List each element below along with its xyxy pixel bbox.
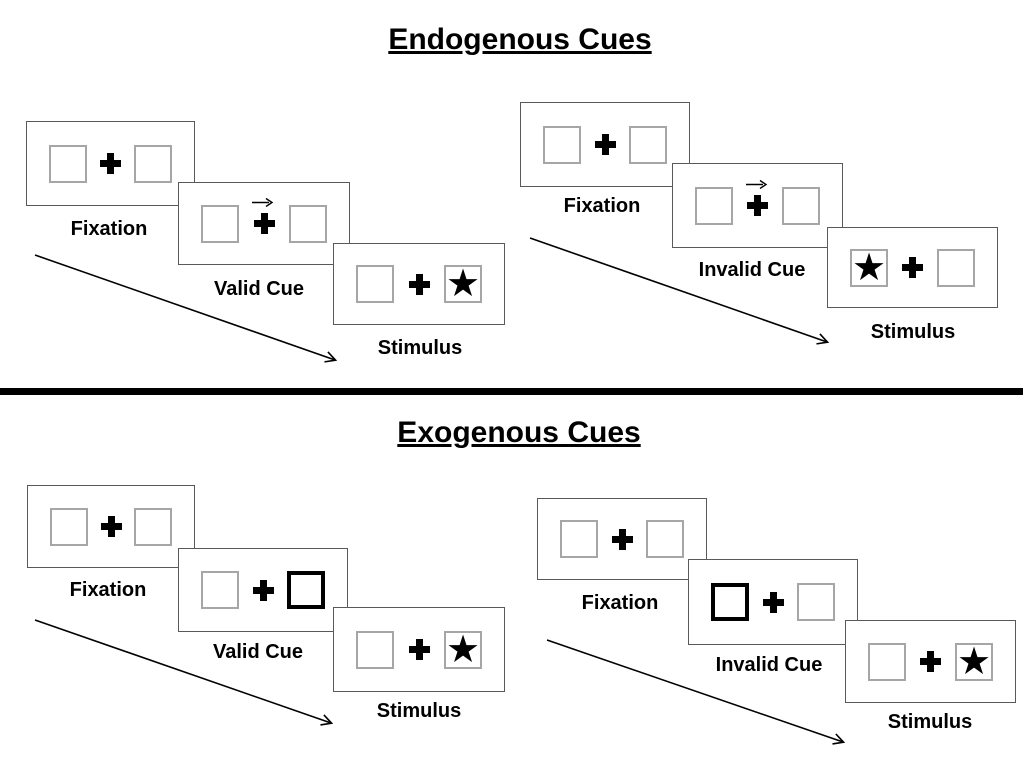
section-divider <box>0 388 1023 395</box>
step-label-stimulus: Stimulus <box>887 711 973 733</box>
left-box: ★ <box>850 246 888 289</box>
exogenous-valid-fixation-panel <box>27 485 195 568</box>
fixation-cross-icon <box>408 639 430 660</box>
left-box-highlighted <box>711 583 749 621</box>
right-box-highlighted <box>287 571 325 609</box>
right-box <box>134 507 172 546</box>
step-label-cue: Invalid Cue <box>698 259 806 281</box>
endogenous-valid-stimulus-panel: ★ <box>333 243 505 325</box>
star-icon: ★ <box>445 263 481 305</box>
left-box <box>49 144 87 183</box>
endogenous-invalid-cue-panel <box>672 163 843 248</box>
exogenous-valid-cue-panel <box>178 548 348 632</box>
section-title-endogenous: Endogenous Cues <box>388 23 652 56</box>
right-box <box>937 248 975 287</box>
left-box <box>50 507 88 546</box>
left-box <box>201 204 239 243</box>
timeline-arrow <box>34 619 334 726</box>
left-box <box>356 630 394 669</box>
endogenous-invalid-fixation-panel <box>520 102 690 187</box>
step-label-fixation: Fixation <box>563 195 641 217</box>
cue-arrow-icon <box>252 197 274 207</box>
left-box <box>560 520 598 558</box>
step-label-fixation: Fixation <box>70 218 148 240</box>
fixation-cross-icon <box>408 273 430 295</box>
star-icon: ★ <box>956 640 992 683</box>
step-label-cue: Valid Cue <box>212 641 304 663</box>
step-label-stimulus: Stimulus <box>377 337 463 359</box>
left-box <box>543 125 581 164</box>
step-label-stimulus: Stimulus <box>870 321 956 343</box>
right-box <box>134 144 172 183</box>
timeline-arrow <box>546 639 846 745</box>
exogenous-valid-stimulus-panel: ★ <box>333 607 505 692</box>
left-box <box>201 571 239 609</box>
fixation-cross-icon <box>611 528 633 550</box>
star-icon: ★ <box>445 628 481 671</box>
right-box: ★ <box>444 628 482 671</box>
right-box <box>629 125 667 164</box>
right-box: ★ <box>444 265 482 303</box>
fixation-cross-icon <box>902 257 923 278</box>
timeline-arrow <box>529 237 830 345</box>
fixation-cross-icon <box>100 153 121 174</box>
left-box <box>695 186 733 225</box>
step-label-cue: Invalid Cue <box>715 654 823 676</box>
step-label-fixation: Fixation <box>69 579 147 601</box>
cue-arrow-icon <box>745 179 767 189</box>
left-box <box>356 265 394 303</box>
fixation-cross-icon <box>920 651 941 672</box>
fixation-cross-icon <box>252 579 274 601</box>
right-box <box>797 583 835 621</box>
exogenous-invalid-cue-panel <box>688 559 858 645</box>
step-label-stimulus: Stimulus <box>376 700 462 722</box>
exogenous-invalid-fixation-panel <box>537 498 707 580</box>
fixation-cross-icon <box>253 213 275 234</box>
right-box <box>289 204 327 243</box>
timeline-arrow <box>34 254 338 363</box>
endogenous-valid-fixation-panel <box>26 121 195 206</box>
fixation-cross-icon <box>762 591 784 613</box>
endogenous-invalid-stimulus-panel: ★ <box>827 227 998 308</box>
right-box <box>646 520 684 558</box>
left-box <box>868 642 906 681</box>
section-title-exogenous: Exogenous Cues <box>397 416 641 449</box>
step-label-cue: Valid Cue <box>213 278 305 300</box>
star-icon: ★ <box>851 246 887 289</box>
fixation-cross-icon <box>747 195 768 216</box>
right-box <box>782 186 820 225</box>
fixation-cross-icon <box>100 516 122 537</box>
right-box: ★ <box>955 640 993 683</box>
step-label-fixation: Fixation <box>581 592 659 614</box>
fixation-cross-icon <box>594 134 616 155</box>
endogenous-valid-cue-panel <box>178 182 350 265</box>
exogenous-invalid-stimulus-panel: ★ <box>845 620 1016 703</box>
